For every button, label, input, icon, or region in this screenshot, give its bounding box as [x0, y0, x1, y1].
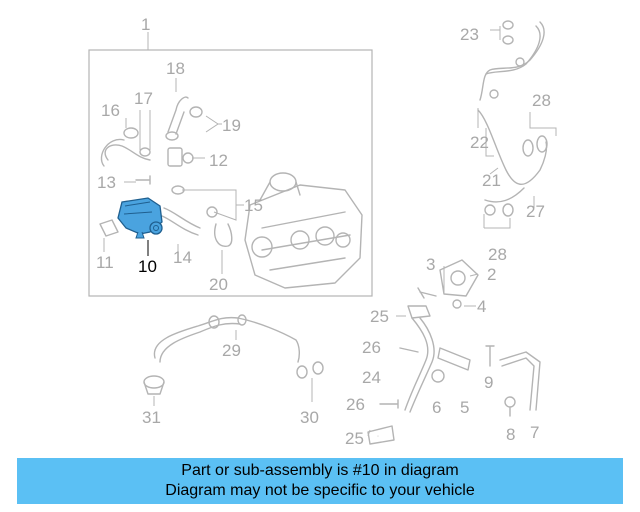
callout-28a: 28	[532, 91, 551, 110]
callout-31: 31	[142, 408, 161, 427]
bolt-9	[485, 345, 495, 367]
gasket-25	[367, 305, 431, 445]
callout-4: 4	[477, 297, 486, 316]
bracket-7	[499, 351, 541, 411]
banner-line-2: Diagram may not be specific to your vehi…	[165, 482, 475, 499]
callout-5: 5	[460, 398, 469, 417]
bolt-3	[417, 287, 437, 299]
union-28	[484, 135, 548, 217]
heatshield-5	[437, 347, 471, 371]
pipe-29	[153, 314, 301, 363]
callout-10[interactable]: 10	[138, 257, 157, 276]
callout-23: 23	[460, 25, 479, 44]
bolt-8	[504, 396, 516, 417]
callout-9: 9	[484, 373, 493, 392]
manifold-assembly	[244, 172, 363, 289]
clamp-30	[296, 361, 324, 379]
gasket-2	[439, 259, 479, 297]
callout-14: 14	[173, 248, 192, 267]
clip-15	[171, 185, 218, 218]
pipe-assembly-21	[477, 21, 548, 203]
hose-20	[214, 223, 233, 247]
hose-14	[161, 207, 201, 236]
callout-16: 16	[101, 101, 120, 120]
nut-4	[452, 299, 462, 309]
parts-diagram: 1 2 3 4 5 6 7 8 9 10 11 12 13 14 15 16 1…	[88, 15, 557, 448]
clip-19	[165, 106, 203, 141]
callout-21: 21	[482, 171, 501, 190]
callout-28b: 28	[488, 245, 507, 264]
banner-line-1: Part or sub-assembly is #10 in diagram	[181, 462, 459, 479]
callout-11: 11	[96, 253, 114, 272]
callout-7: 7	[530, 423, 539, 442]
hose-18	[167, 96, 189, 135]
callout-17: 17	[134, 89, 153, 108]
part-10-highlight[interactable]	[117, 197, 163, 239]
callout-25b: 25	[345, 429, 364, 448]
callout-19: 19	[222, 116, 241, 135]
callout-25a: 25	[370, 307, 389, 326]
callout-3: 3	[426, 255, 435, 274]
callout-18: 18	[166, 59, 185, 78]
callout-29: 29	[222, 341, 241, 360]
callout-30: 30	[300, 408, 319, 427]
callout-12: 12	[209, 151, 228, 170]
callout-22: 22	[470, 133, 489, 152]
assembly-frame	[88, 49, 373, 297]
callout-2: 2	[487, 265, 496, 284]
callout-27: 27	[526, 202, 545, 221]
callout-20: 20	[209, 275, 228, 294]
callout-24: 24	[362, 368, 381, 387]
valve-12	[167, 147, 194, 167]
callout-26b: 26	[346, 395, 365, 414]
callout-8: 8	[506, 425, 515, 444]
callout-15: 15	[244, 196, 263, 215]
callout-1: 1	[141, 15, 150, 34]
cap-31	[143, 375, 165, 395]
clip-23	[502, 20, 514, 45]
washer-6	[431, 369, 445, 383]
callout-26a: 26	[362, 338, 381, 357]
bolt-26	[379, 347, 419, 409]
info-banner: Part or sub-assembly is #10 in diagram D…	[17, 458, 623, 504]
callout-6: 6	[432, 398, 441, 417]
hose-16	[100, 138, 151, 167]
callout-13: 13	[97, 173, 116, 192]
gasket-11	[99, 219, 119, 237]
bolt-13	[135, 175, 151, 185]
pipe-24	[404, 317, 435, 413]
clamp-17	[123, 127, 151, 157]
